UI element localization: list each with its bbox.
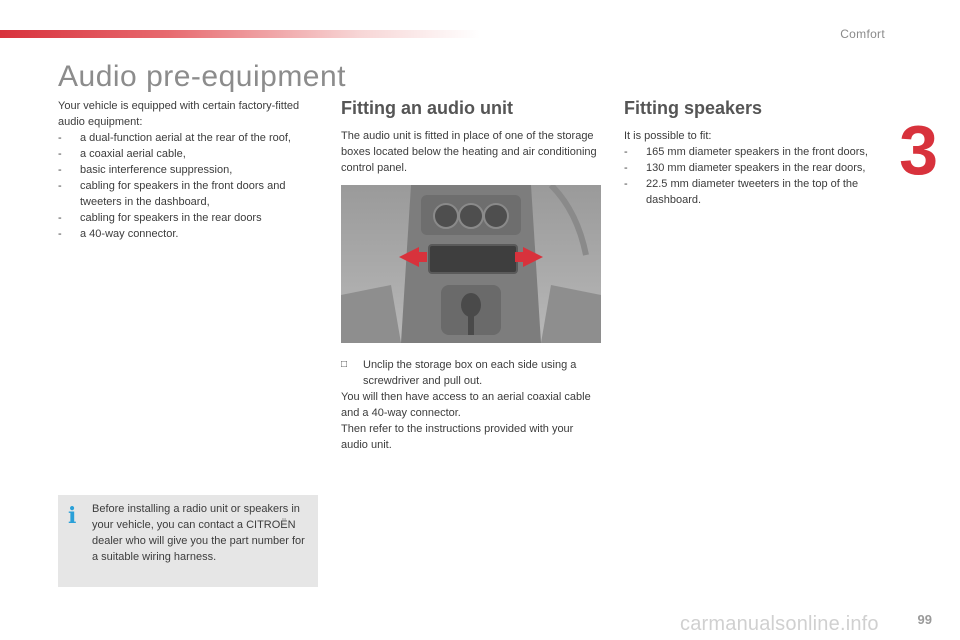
- info-text: Before installing a radio unit or speake…: [92, 503, 305, 563]
- step-item: □ Unclip the storage box on each side us…: [341, 359, 577, 387]
- intro-column: Your vehicle is equipped with certain fa…: [58, 98, 320, 242]
- dashboard-photo: [341, 185, 601, 343]
- list-item: -130 mm diameter speakers in the rear do…: [624, 162, 866, 174]
- page-title: Audio pre-equipment: [58, 60, 347, 93]
- section-title: Comfort: [840, 27, 885, 41]
- header-accent-bar: [0, 30, 480, 38]
- audio-unit-column: Fitting an audio unit The audio unit is …: [341, 96, 603, 176]
- audio-unit-heading: Fitting an audio unit: [341, 98, 513, 118]
- chapter-number: 3: [899, 111, 938, 189]
- list-item: -cabling for speakers in the front doors…: [58, 180, 286, 208]
- info-icon: i: [68, 503, 77, 529]
- speakers-heading: Fitting speakers: [624, 98, 763, 118]
- page-number: 99: [917, 612, 932, 627]
- speakers-column: Fitting speakers It is possible to fit: …: [624, 96, 889, 208]
- equipment-list: -a dual-function aerial at the rear of t…: [58, 130, 320, 242]
- instructions: □ Unclip the storage box on each side us…: [341, 357, 603, 453]
- speakers-text: It is possible to fit:: [624, 130, 712, 142]
- checkbox-bullet-icon: □: [341, 359, 348, 370]
- list-item: -basic interference suppression,: [58, 164, 233, 176]
- list-item: -22.5 mm diameter tweeters in the top of…: [624, 178, 859, 206]
- list-item: -165 mm diameter speakers in the front d…: [624, 146, 868, 158]
- list-item: -a dual-function aerial at the rear of t…: [58, 132, 291, 144]
- watermark: carmanualsonline.info: [680, 613, 879, 635]
- intro-text: Your vehicle is equipped with certain fa…: [58, 100, 300, 128]
- list-item: -cabling for speakers in the rear doors: [58, 212, 262, 224]
- after-text-1: You will then have access to an aerial c…: [341, 391, 591, 419]
- audio-unit-text: The audio unit is fitted in place of one…: [341, 130, 597, 174]
- list-item: -a 40-way connector.: [58, 228, 179, 240]
- speakers-list: -165 mm diameter speakers in the front d…: [624, 144, 889, 208]
- info-box: i Before installing a radio unit or spea…: [58, 495, 318, 587]
- list-item: -a coaxial aerial cable,: [58, 148, 186, 160]
- after-text-2: Then refer to the instructions provided …: [341, 423, 574, 451]
